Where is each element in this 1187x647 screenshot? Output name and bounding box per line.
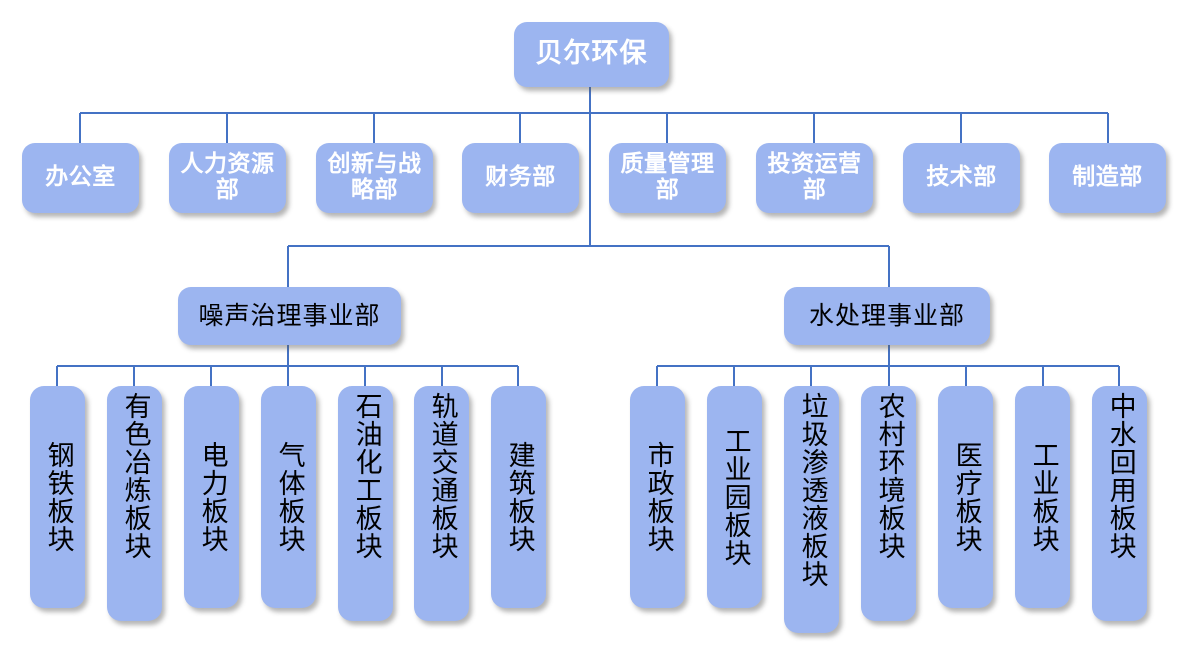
org-node-division-noise-control[interactable]: 噪声治理事业部 [178, 287, 401, 345]
org-node-segment-label: 工业园板块 [719, 427, 751, 567]
org-node-segment-nonferrous-smelting[interactable]: 有色冶炼板块 [107, 386, 162, 621]
org-node-segment-landfill-leachate[interactable]: 垃圾渗透液板块 [784, 386, 839, 633]
org-node-segment-label: 气体板块 [273, 441, 305, 553]
org-node-segment-medical[interactable]: 医疗板块 [938, 386, 993, 608]
org-node-segment-petrochemical[interactable]: 石油化工板块 [338, 386, 393, 621]
org-node-department-investment-operations[interactable]: 投资运营部 [756, 143, 873, 213]
org-node-segment-label: 钢铁板块 [42, 441, 74, 553]
org-node-segment-steel[interactable]: 钢铁板块 [30, 386, 85, 608]
org-node-segment-label: 石油化工板块 [350, 392, 382, 560]
org-node-department-label: 技术部 [926, 164, 997, 191]
org-node-department-label: 投资运营部 [767, 151, 862, 203]
org-node-segment-gas[interactable]: 气体板块 [261, 386, 316, 608]
org-node-department-label: 创新与战略部 [327, 151, 422, 203]
org-node-department-label: 制造部 [1072, 164, 1143, 191]
org-node-department-hr[interactable]: 人力资源部 [169, 143, 286, 213]
org-node-department-label: 质量管理部 [620, 151, 715, 203]
org-node-department-quality-management[interactable]: 质量管理部 [609, 143, 726, 213]
org-node-department-office[interactable]: 办公室 [22, 143, 139, 213]
org-node-root-label: 贝尔环保 [535, 38, 648, 70]
org-node-segment-rural-environment[interactable]: 农村环境板块 [861, 386, 916, 621]
org-node-segment-power[interactable]: 电力板块 [184, 386, 239, 608]
org-node-division-label: 水处理事业部 [808, 301, 965, 330]
org-node-department-label: 人力资源部 [180, 151, 275, 203]
org-node-division-water-treatment[interactable]: 水处理事业部 [784, 287, 990, 345]
org-node-segment-label: 农村环境板块 [873, 392, 905, 560]
org-node-segment-label: 医疗板块 [950, 441, 982, 553]
org-node-root[interactable]: 贝尔环保 [514, 22, 669, 87]
org-node-department-label: 财务部 [485, 164, 556, 191]
org-node-segment-label: 有色冶炼板块 [119, 392, 151, 560]
org-node-segment-label: 建筑板块 [503, 441, 535, 553]
org-node-department-label: 办公室 [45, 164, 116, 191]
org-node-segment-label: 垃圾渗透液板块 [796, 392, 828, 588]
org-node-department-technology[interactable]: 技术部 [903, 143, 1020, 213]
org-node-division-label: 噪声治理事业部 [198, 301, 381, 330]
org-node-segment-rail-transit[interactable]: 轨道交通板块 [414, 386, 469, 621]
org-node-segment-label: 电力板块 [196, 441, 228, 553]
org-node-segment-reclaimed-water-reuse[interactable]: 中水回用板块 [1092, 386, 1147, 621]
org-node-segment-municipal[interactable]: 市政板块 [630, 386, 685, 608]
org-node-segment-label: 工业板块 [1027, 441, 1059, 553]
org-node-segment-industrial[interactable]: 工业板块 [1015, 386, 1070, 608]
org-node-department-manufacturing[interactable]: 制造部 [1049, 143, 1166, 213]
org-node-segment-label: 中水回用板块 [1104, 392, 1136, 560]
org-node-department-innovation-strategy[interactable]: 创新与战略部 [316, 143, 433, 213]
org-node-department-finance[interactable]: 财务部 [462, 143, 579, 213]
org-node-segment-construction[interactable]: 建筑板块 [491, 386, 546, 608]
org-node-segment-industrial-park[interactable]: 工业园板块 [707, 386, 762, 608]
org-node-segment-label: 市政板块 [642, 441, 674, 553]
org-node-segment-label: 轨道交通板块 [426, 392, 458, 560]
